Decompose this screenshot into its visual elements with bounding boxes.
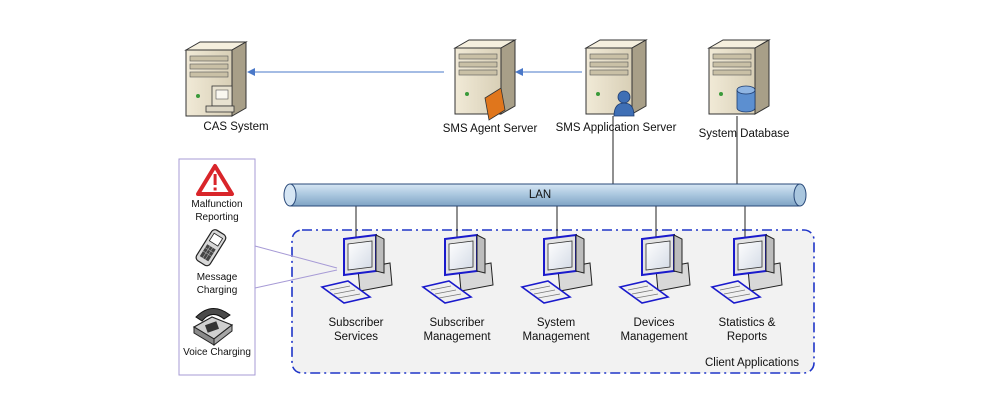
devices-connector-lower xyxy=(254,269,338,289)
workstation-icon xyxy=(618,233,691,304)
sms-application-server-label: SMS Application Server xyxy=(555,122,677,134)
client-label-subscriber-services: Subscriber Services xyxy=(328,317,384,343)
desk-phone-icon xyxy=(192,308,234,347)
sms-agent-server-label: SMS Agent Server xyxy=(442,123,538,135)
client-label-statistics-reports: Statistics & Reports xyxy=(718,317,776,343)
client-label-devices-management: Devices Management xyxy=(620,317,688,343)
devices-connector-upper xyxy=(254,245,338,269)
mobile-phone-icon xyxy=(195,229,227,267)
lan-label: LAN xyxy=(528,189,552,201)
system-database-label: System Database xyxy=(698,128,790,140)
message-charging-label: Message Charging xyxy=(196,272,238,296)
workstation-icon xyxy=(710,233,783,304)
malfunction-reporting-label: Malfunction Reporting xyxy=(191,199,243,223)
client-label-subscriber-management: Subscriber Management xyxy=(423,317,491,343)
lan-bus xyxy=(283,183,807,207)
cas-system-label: CAS System xyxy=(203,121,269,133)
sms-application-server-icon xyxy=(584,39,648,117)
workstation-icon xyxy=(520,233,593,304)
warning-triangle-icon xyxy=(196,164,234,196)
workstation-icon xyxy=(421,233,494,304)
system-database-server-icon xyxy=(707,39,771,115)
client-label-system-management: System Management xyxy=(522,317,590,343)
workstation-icon xyxy=(320,233,393,304)
sms-agent-server-icon xyxy=(453,39,517,121)
client-applications-label: Client Applications xyxy=(705,357,799,369)
cas-system-server-icon xyxy=(184,41,248,117)
voice-charging-label: Voice Charging xyxy=(183,347,251,358)
